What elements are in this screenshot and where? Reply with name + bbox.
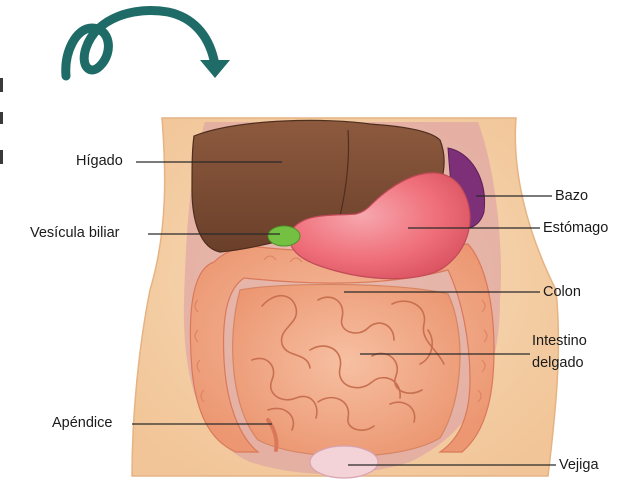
gallbladder (268, 226, 300, 246)
label-vesicula-biliar: Vesícula biliar (30, 224, 119, 242)
label-estomago: Estómago (543, 219, 608, 237)
label-intestino-line2: delgado (532, 354, 584, 372)
label-bazo: Bazo (555, 187, 588, 205)
label-higado: Hígado (76, 152, 123, 170)
label-vejiga: Vejiga (559, 456, 599, 474)
small-intestine (233, 284, 460, 456)
arrow-head-icon (200, 60, 230, 78)
curly-arrow-icon (66, 11, 214, 77)
label-apendice: Apéndice (52, 414, 112, 432)
bladder (310, 446, 378, 478)
label-colon: Colon (543, 283, 581, 301)
label-intestino-line1: Intestino (532, 332, 587, 350)
